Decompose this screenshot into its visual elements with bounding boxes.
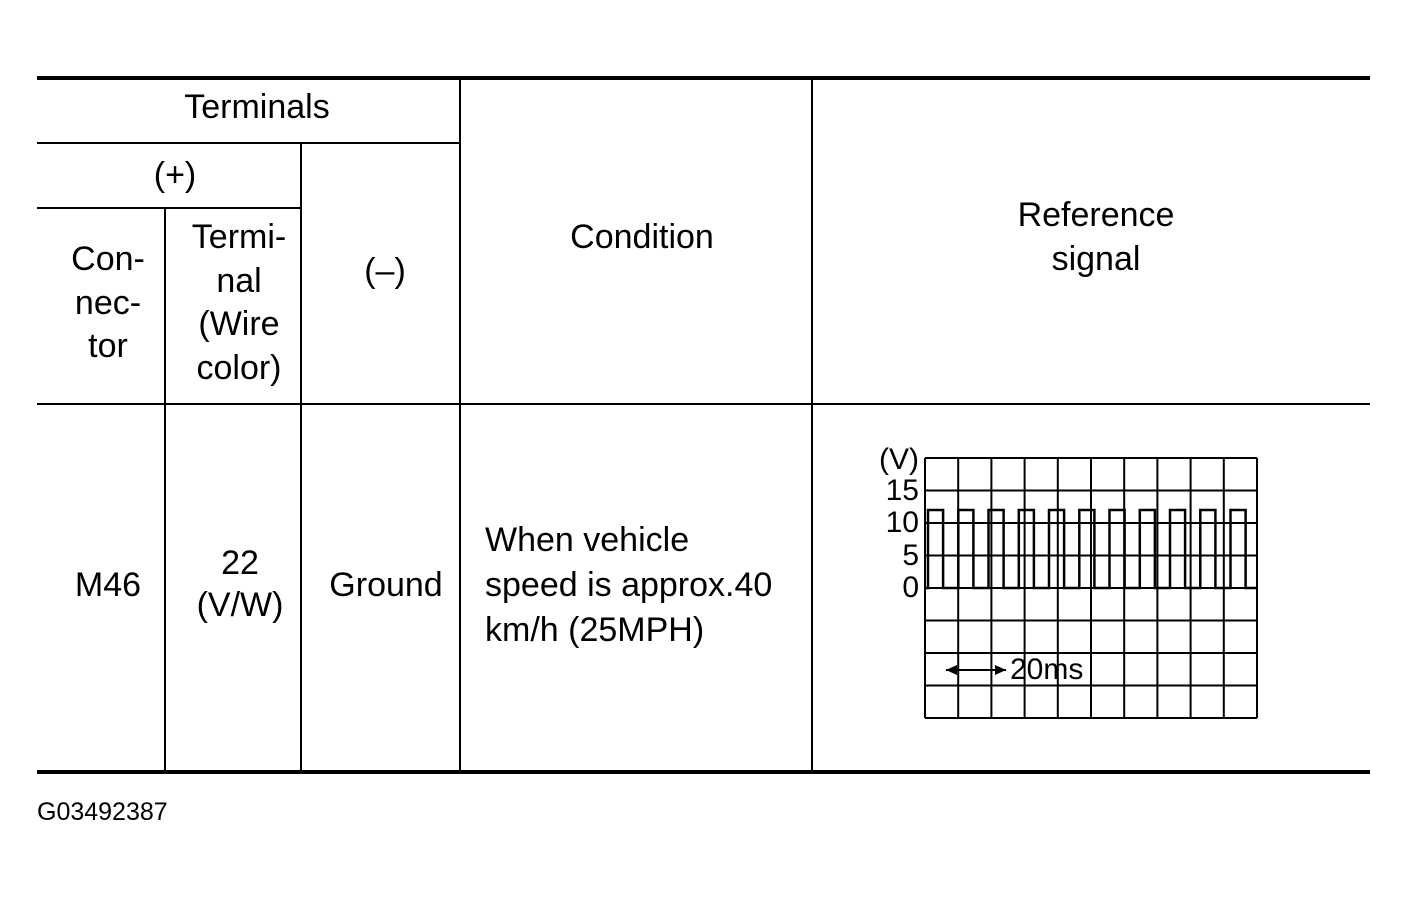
terminal-header-line: Termi- (191, 218, 287, 256)
terminal-header-line: (Wire (198, 305, 280, 343)
y-tick-label: 5 (902, 539, 919, 572)
waveform-trace (925, 508, 1257, 590)
time-scale-arrowhead-left (946, 665, 957, 675)
minus-cell: Ground (329, 566, 443, 604)
terminal-wire-color: (V/W) (196, 586, 284, 624)
connector-header-line: nec- (74, 283, 142, 322)
table-rules (37, 76, 1370, 774)
terminal-header-line: nal (216, 261, 262, 300)
terminal-wire-color-header: Termi- nal (Wire color) (169, 216, 309, 390)
time-scale-label: 20ms (1010, 653, 1084, 686)
y-tick-label: 10 (885, 506, 919, 539)
minus-header: (–) (364, 252, 406, 290)
terminal-cell: 22 (V/W) (170, 542, 310, 626)
y-tick-label: 15 (885, 474, 919, 507)
connector-cell: M46 (74, 566, 142, 604)
condition-line: km/h (25MPH) (485, 611, 705, 649)
terminals-header: Terminals (184, 88, 330, 126)
figure-id: G03492387 (37, 798, 168, 826)
reference-signal-header: Reference signal (946, 193, 1246, 281)
time-scale-arrow (946, 665, 1006, 675)
reference-signal-header-line: signal (1051, 240, 1141, 278)
condition-line: speed is approx.40 (485, 566, 773, 604)
condition-header: Condition (570, 218, 714, 256)
terminal-header-line: color) (196, 348, 282, 387)
plus-header: (+) (153, 156, 197, 194)
terminal-number: 22 (221, 544, 259, 582)
y-tick-label: 0 (902, 571, 919, 604)
connector-header-line: tor (88, 327, 128, 365)
condition-line: When vehicle (485, 521, 690, 559)
reference-signal-header-line: Reference (1017, 196, 1175, 234)
condition-cell: When vehicle speed is approx.40 km/h (25… (485, 518, 805, 653)
connector-header-line: Con- (71, 240, 145, 278)
voltage-unit-label: (V) (879, 443, 919, 476)
connector-header: Con- nec- tor (38, 238, 178, 369)
time-scale-arrowhead-right (995, 665, 1006, 675)
